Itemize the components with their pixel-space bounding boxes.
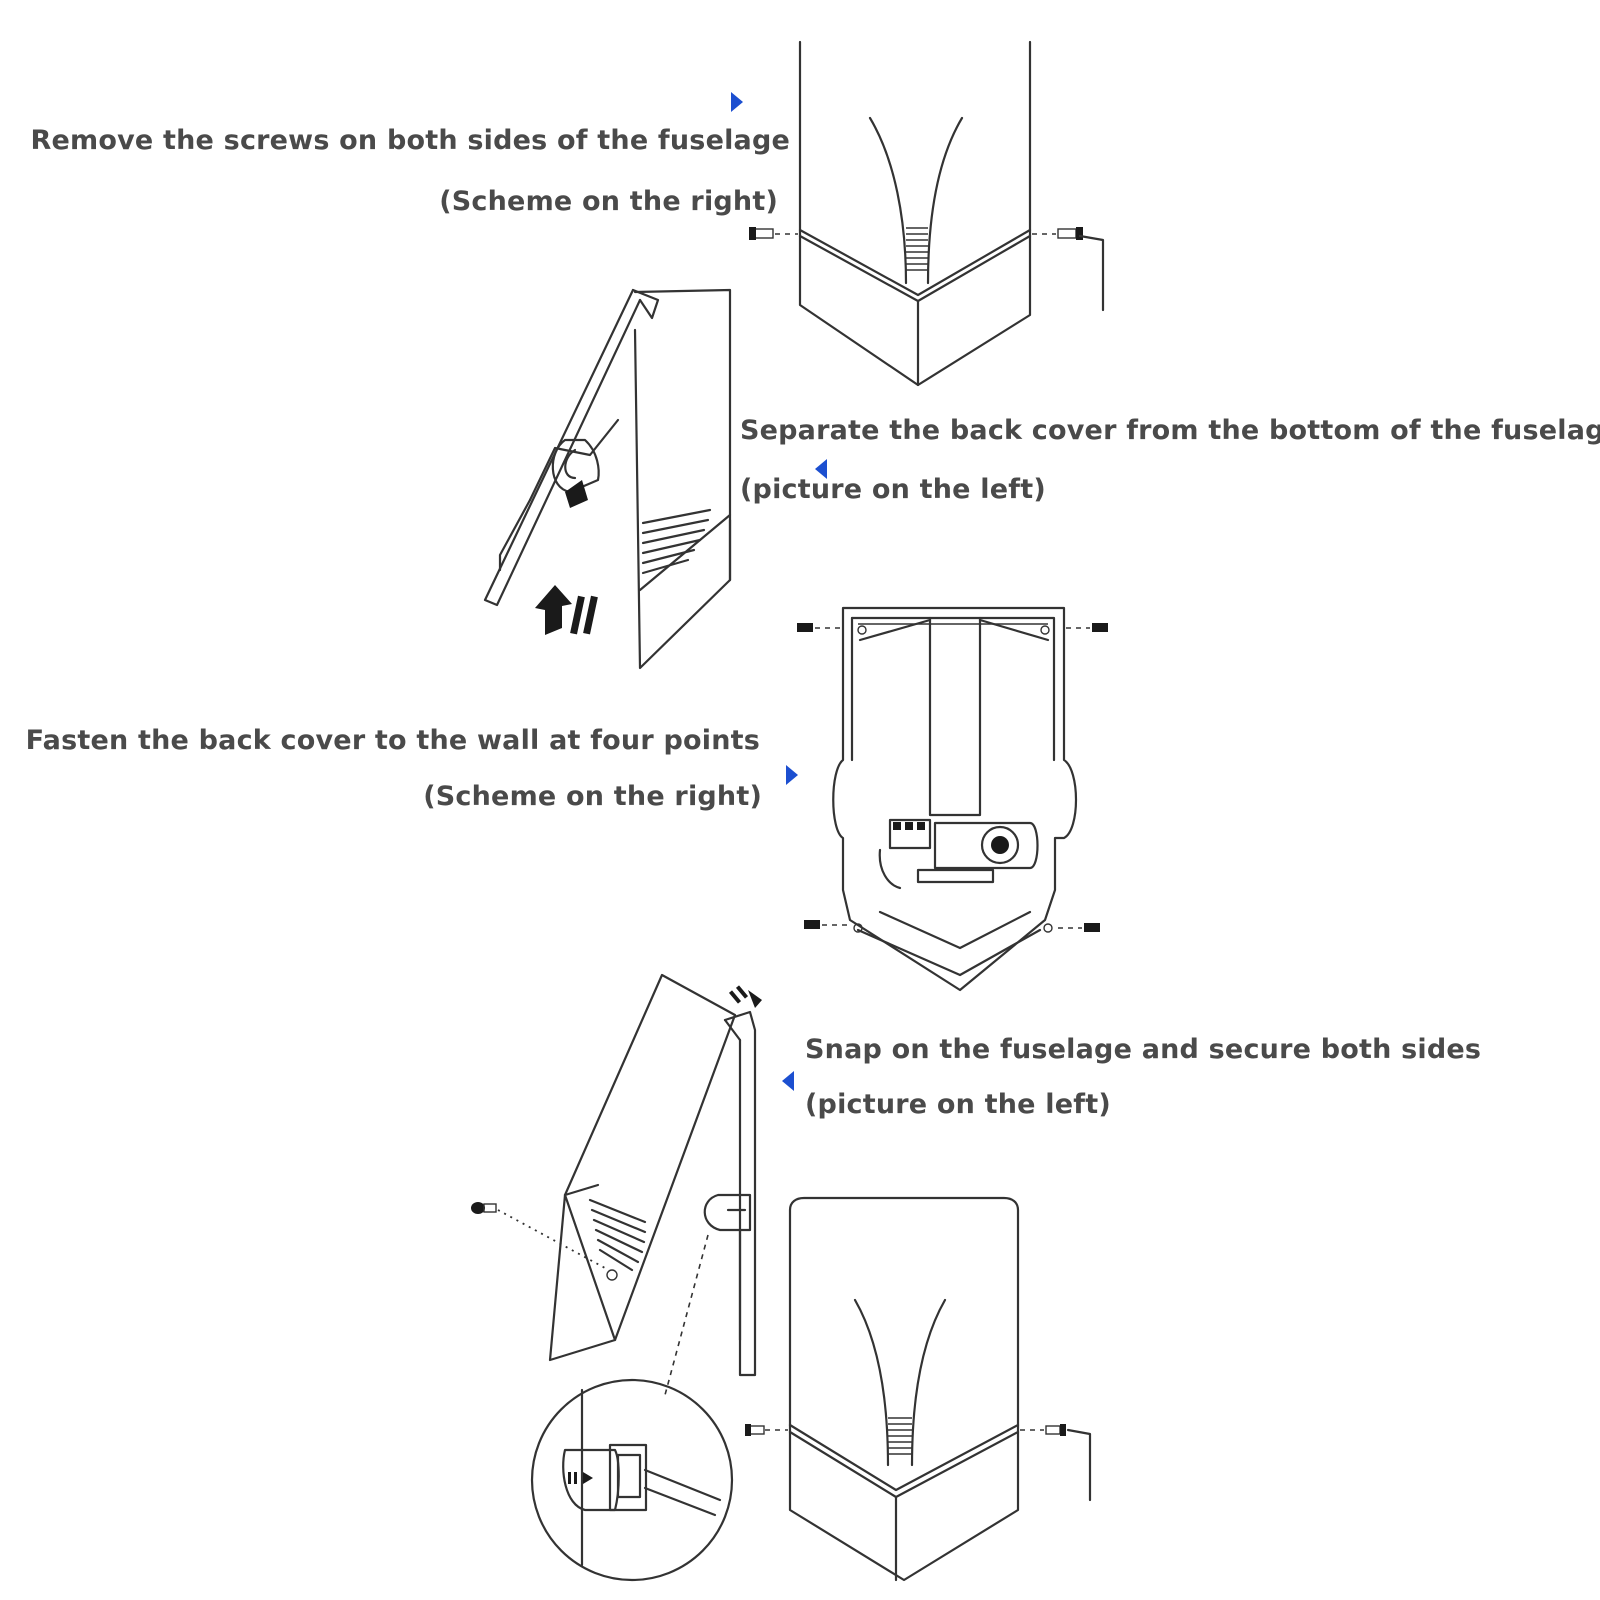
step2-note: (picture on the left) xyxy=(740,474,1046,505)
screw-icon xyxy=(745,1424,788,1436)
pointer-left-icon xyxy=(782,1071,794,1091)
detail-magnifier xyxy=(530,1378,734,1582)
step4-note: (picture on the left) xyxy=(805,1089,1111,1120)
step1-instruction: Remove the screws on both sides of the f… xyxy=(30,125,790,156)
step1-note: (Scheme on the right) xyxy=(439,186,778,217)
push-arrow-icon xyxy=(535,585,572,635)
back-cover-figure xyxy=(797,606,1108,992)
allen-key-icon xyxy=(1066,1428,1092,1502)
screw-icon xyxy=(1066,623,1108,632)
screw-icon xyxy=(804,920,847,929)
screw-icon xyxy=(1032,227,1083,240)
push-arrow-icon xyxy=(748,990,762,1008)
screw-icon xyxy=(471,1202,497,1214)
fuselage-figure-4 xyxy=(471,973,1092,1582)
pointer-right-icon xyxy=(731,92,743,112)
screw-icon xyxy=(749,227,798,240)
step3-instruction: Fasten the back cover to the wall at fou… xyxy=(25,725,760,756)
screw-icon xyxy=(1058,923,1100,932)
screw-icon xyxy=(1020,1424,1066,1436)
pointer-left-icon xyxy=(815,459,827,479)
fuselage-figure-2 xyxy=(483,288,732,670)
fuselage-figure-1 xyxy=(749,40,1105,387)
pointer-right-icon xyxy=(786,765,798,785)
screw-icon xyxy=(797,623,840,632)
step4-instruction: Snap on the fuselage and secure both sid… xyxy=(805,1034,1482,1065)
step3-note: (Scheme on the right) xyxy=(423,781,762,812)
step2-instruction: Separate the back cover from the bottom … xyxy=(740,415,1600,446)
allen-key-icon xyxy=(1078,234,1105,312)
